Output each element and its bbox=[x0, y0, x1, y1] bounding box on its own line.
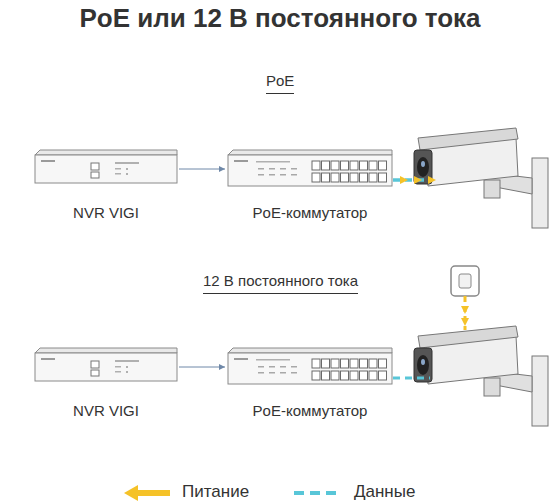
section-label: PoE bbox=[266, 72, 294, 94]
section-label: 12 В постоянного тока bbox=[203, 272, 358, 294]
power-socket bbox=[451, 266, 479, 296]
network-cable bbox=[179, 169, 225, 170]
legend-text: Данные bbox=[354, 482, 415, 502]
data-line bbox=[393, 378, 430, 379]
nvr-device bbox=[35, 150, 177, 381]
title: PoE или 12 В постоянного тока bbox=[0, 2, 560, 34]
device-label: NVR VIGI bbox=[33, 402, 179, 420]
camera bbox=[414, 128, 548, 426]
legend-text: Питание bbox=[182, 482, 249, 502]
device-node: NVR VIGI bbox=[33, 346, 179, 420]
device-node: PoE-коммутатор bbox=[226, 346, 394, 420]
device-label: PoE-коммутатор bbox=[226, 204, 394, 222]
device-label: PoE-коммутатор bbox=[226, 402, 394, 420]
device-node: PoE-коммутатор bbox=[226, 148, 394, 222]
power-line bbox=[461, 296, 469, 330]
poe-line bbox=[393, 176, 436, 184]
legend-swatch bbox=[124, 485, 170, 501]
device-node: NVR VIGI bbox=[33, 148, 179, 222]
network-cable bbox=[179, 367, 225, 368]
legend-swatch bbox=[294, 491, 342, 495]
device-label: NVR VIGI bbox=[33, 204, 179, 222]
poe-switch bbox=[228, 150, 392, 384]
